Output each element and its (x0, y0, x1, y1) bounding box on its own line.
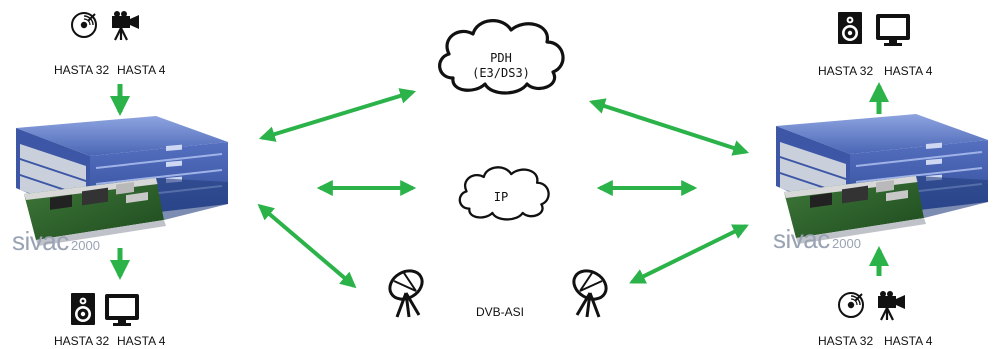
right-satellite-dish (567, 263, 613, 319)
left-output-video-label: HASTA 4 (117, 334, 166, 348)
right-input-sources: HASTA 32 HASTA 4 (818, 289, 933, 348)
camera-icon (876, 289, 907, 322)
right-brand-num: 2000 (832, 236, 861, 251)
left-brand-main: sivac (12, 226, 69, 256)
left-brand-num: 2000 (71, 238, 100, 253)
speaker-icon (838, 12, 862, 44)
cd-icon (838, 292, 864, 318)
satellite-dish-icon (383, 263, 429, 319)
left-input-audio-label: HASTA 32 (54, 63, 109, 77)
right-satellite-arrow (629, 224, 749, 284)
left-satellite-arrow (257, 203, 357, 289)
left-input-sources: HASTA 32 HASTA 4 (54, 9, 166, 77)
right-brand-logo: sivac 2000 (773, 224, 861, 254)
right-input-video-label: HASTA 4 (884, 334, 933, 348)
right-pdh-arrow (588, 98, 750, 156)
right-output-video-label: HASTA 4 (884, 64, 933, 78)
left-output-devices: HASTA 32 HASTA 4 (54, 293, 166, 348)
speaker-icon (71, 293, 95, 325)
monitor-icon (105, 294, 139, 326)
left-satellite-dish (383, 263, 429, 319)
pdh-sub-label: (E3/DS3) (472, 66, 530, 80)
ip-label: IP (494, 190, 508, 204)
left-output-audio-label: HASTA 32 (54, 334, 109, 348)
dvb-asi-label: DVB-ASI (476, 305, 524, 319)
camera-icon (110, 9, 141, 42)
cd-icon (71, 12, 97, 38)
right-brand-main: sivac (773, 224, 830, 254)
satellite-dish-icon (567, 263, 613, 319)
left-brand-logo: sivac 2000 (12, 226, 100, 256)
pdh-cloud: PDH (E3/DS3) (438, 19, 565, 95)
right-input-audio-label: HASTA 32 (818, 334, 873, 348)
right-output-devices: HASTA 32 HASTA 4 (818, 12, 933, 78)
pdh-label: PDH (490, 51, 512, 65)
right-output-audio-label: HASTA 32 (818, 64, 873, 78)
monitor-icon (876, 14, 910, 46)
left-pdh-arrow (258, 88, 417, 142)
ip-cloud: IP (458, 166, 550, 221)
left-input-video-label: HASTA 4 (117, 63, 166, 77)
link-arrows (257, 88, 750, 289)
